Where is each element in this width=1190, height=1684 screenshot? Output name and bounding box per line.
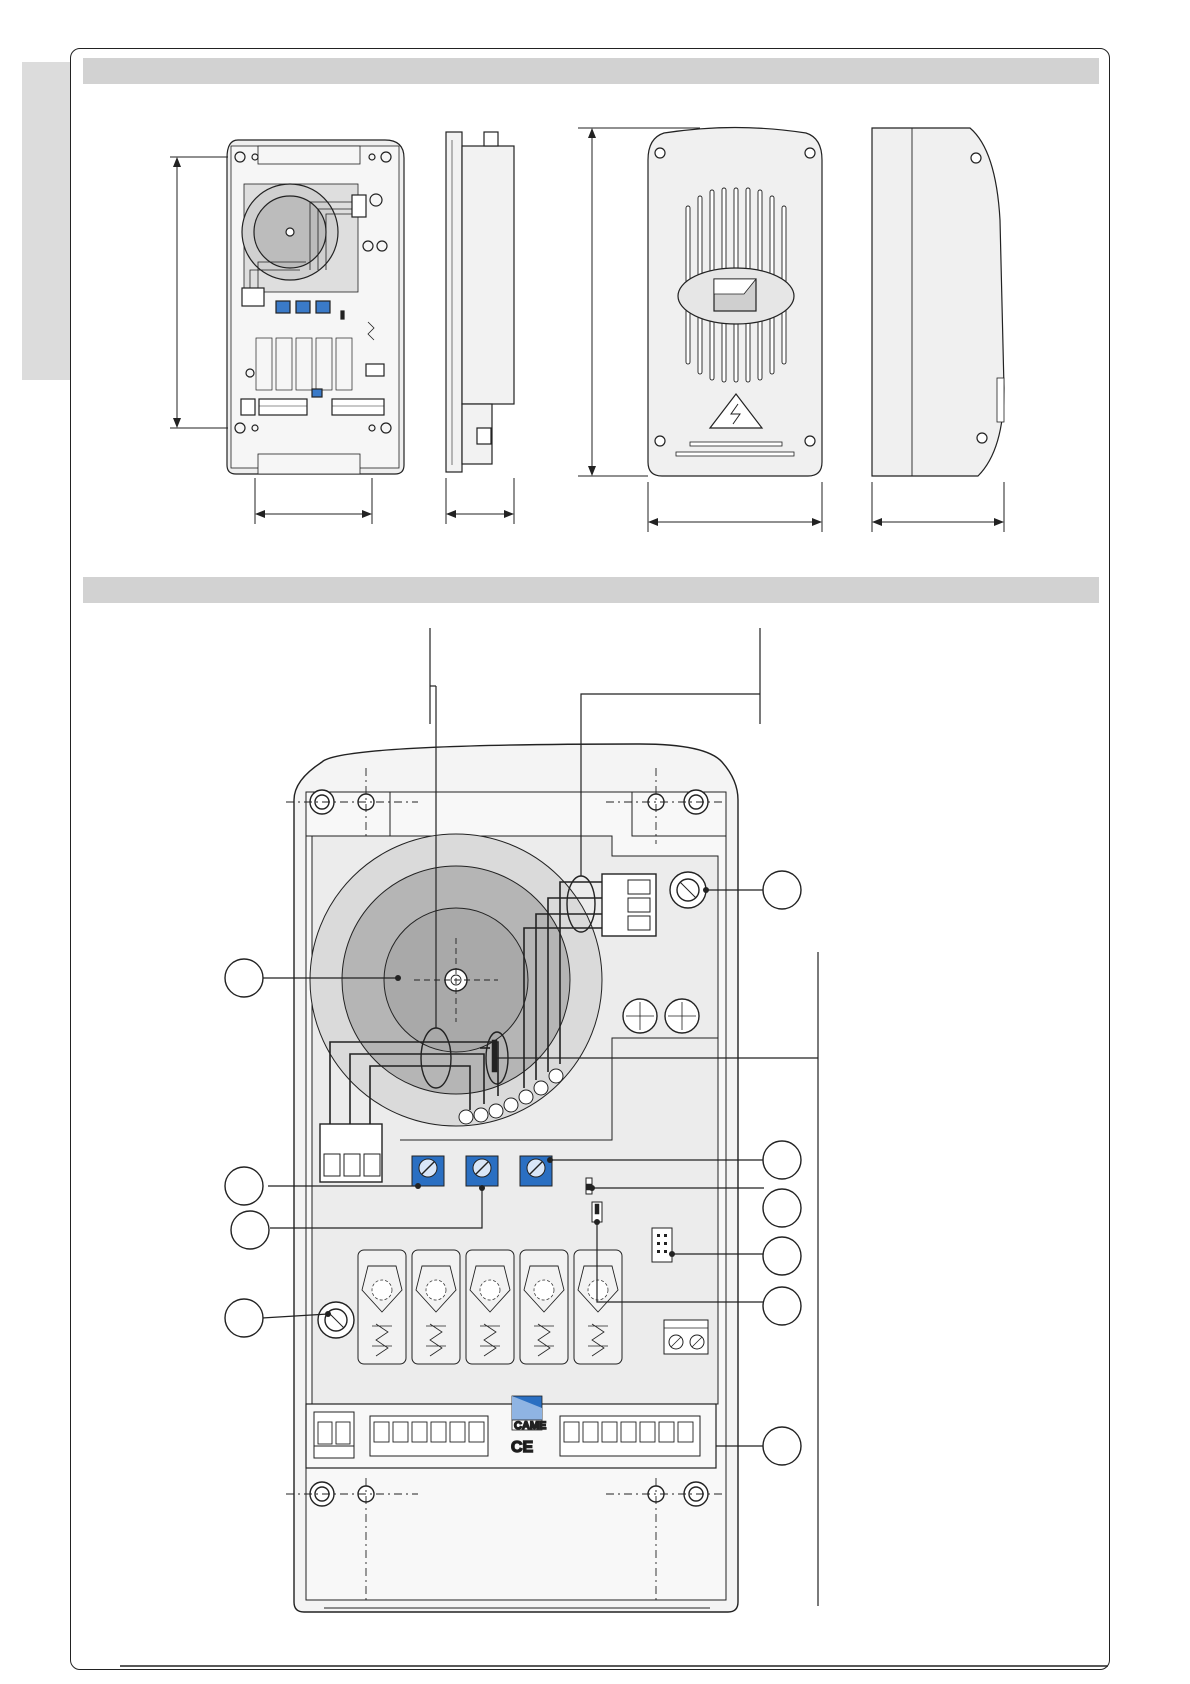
dimension-cover-width [648,482,822,532]
callout-right-2 [763,1141,801,1179]
dimension-board-height [170,157,228,428]
dimension-cover-depth [872,482,1004,532]
callout-right-5 [763,1287,801,1325]
dimension-board-width [255,478,372,524]
callout-left-2 [225,1167,263,1205]
view-cover-side [872,128,1004,476]
callout-right-3 [763,1189,801,1227]
trimmer-group [412,1156,552,1186]
callout-left-3 [231,1211,269,1249]
dimension-base-depth [446,478,514,524]
callout-right-6 [763,1427,801,1465]
view-board-front [227,140,404,474]
brand-logo-text: CAME [514,1420,546,1432]
view-cover-front [648,128,822,477]
callout-left-4 [225,1299,263,1337]
ce-mark: CE [511,1439,534,1456]
relay-row [358,1250,622,1364]
callout-left-1 [225,959,263,997]
callout-right-4 [763,1237,801,1275]
view-base-side [446,132,514,472]
callout-right-1 [763,871,801,909]
board-layout: CAME CE [286,744,738,1612]
